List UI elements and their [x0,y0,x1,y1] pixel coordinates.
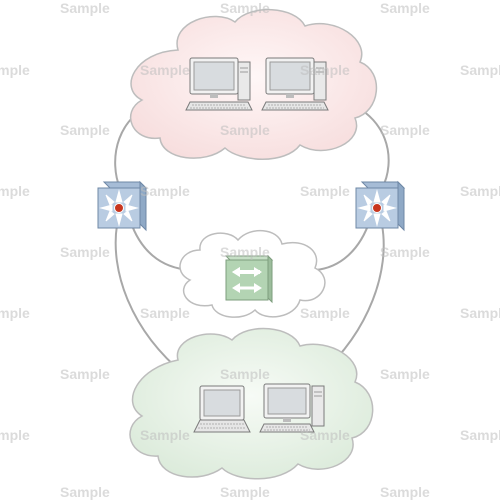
cloud-shape [130,9,377,160]
laptop-computer-icon [193,385,251,433]
router-icon [224,254,274,304]
desktop-computer-icon [185,57,253,111]
bottom-cloud [129,327,374,480]
middle-cloud [179,230,326,318]
left-switch [97,180,148,232]
desktop-computer-icon [261,57,329,111]
layer3-switch-icon [357,189,397,227]
cloud-shape [129,327,374,480]
top-cloud [130,9,377,160]
desktop-computer-icon [259,383,325,433]
layer3-switch-icon [99,189,139,227]
link-left-bottom [114,224,186,376]
link-right-middle [314,219,371,271]
right-switch [355,180,406,232]
